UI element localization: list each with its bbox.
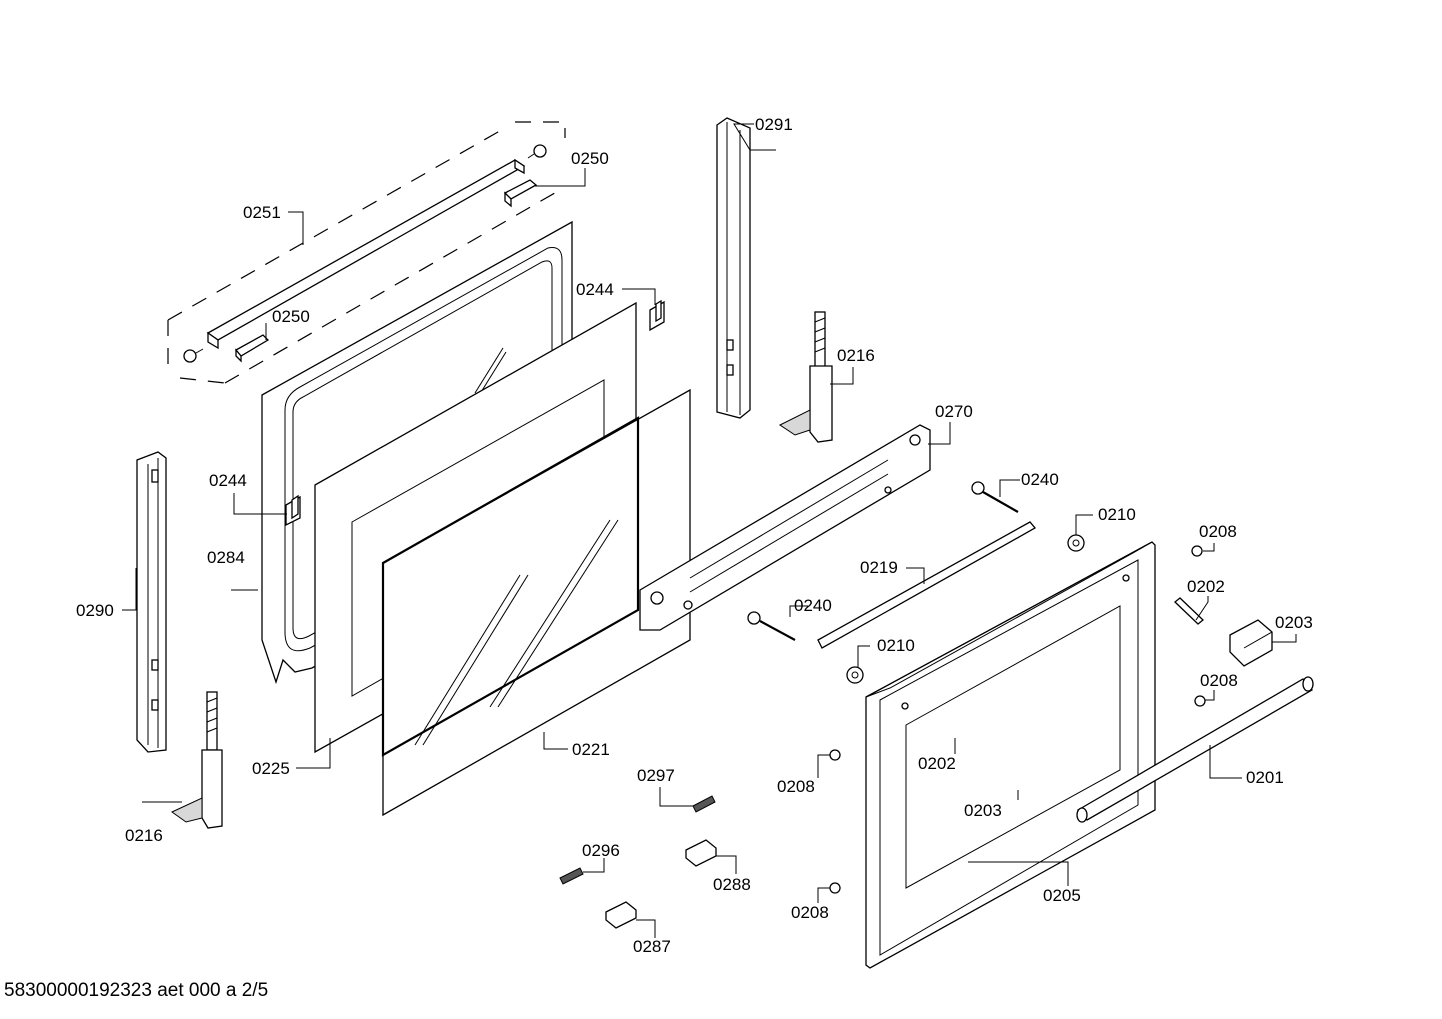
label-0288: 0288 — [713, 875, 751, 894]
part-0290-left-bracket — [136, 451, 167, 753]
part-0208-cap-c — [829, 749, 841, 761]
part-labels: 0251 0250 0250 0244 0244 0284 0290 0291 … — [76, 115, 1313, 956]
label-0210-mid: 0210 — [877, 636, 915, 655]
label-0202-inner: 0202 — [918, 754, 956, 773]
part-0250-spacer-left — [234, 334, 270, 363]
part-0296-clip — [559, 867, 584, 885]
label-0201: 0201 — [1246, 768, 1284, 787]
label-0290: 0290 — [76, 601, 114, 620]
part-0216-hinge-left — [171, 691, 223, 829]
screw-left — [183, 348, 204, 363]
part-0208-cap-a — [1191, 545, 1203, 557]
label-0208-c: 0208 — [777, 777, 815, 796]
part-0240-bolt-top — [971, 481, 1019, 513]
part-0219-rod — [817, 521, 1036, 649]
part-0205-outer-door — [865, 541, 1156, 969]
part-0244-clip-right — [649, 299, 665, 332]
part-0221-outer-glass — [381, 388, 691, 817]
label-0270: 0270 — [935, 402, 973, 421]
label-0203-inner: 0203 — [964, 801, 1002, 820]
label-0297: 0297 — [637, 766, 675, 785]
part-0297-clip — [692, 795, 716, 813]
label-0205: 0205 — [1043, 886, 1081, 905]
part-0240-bolt-mid — [747, 611, 796, 641]
label-0208-d: 0208 — [791, 903, 829, 922]
part-0251-trim-bar — [206, 158, 526, 350]
label-0250-top: 0250 — [571, 149, 609, 168]
label-0216-right: 0216 — [837, 346, 875, 365]
label-0250-left: 0250 — [272, 307, 310, 326]
label-0244-top: 0244 — [576, 280, 614, 299]
label-0202-right: 0202 — [1187, 577, 1225, 596]
label-0296: 0296 — [582, 841, 620, 860]
leader-lines — [122, 123, 1297, 938]
part-0288-bracket — [685, 839, 717, 867]
part-0201-handle — [1076, 676, 1314, 823]
part-0287-bracket — [605, 901, 637, 929]
part-0250-spacer-top — [503, 179, 538, 208]
label-0203-right: 0203 — [1275, 613, 1313, 632]
label-0244-left: 0244 — [209, 471, 247, 490]
label-0216-left: 0216 — [125, 826, 163, 845]
label-0284: 0284 — [207, 548, 245, 567]
part-0210-bushing-mid — [846, 666, 864, 684]
part-0203-block-right — [1229, 619, 1273, 667]
label-0240-mid: 0240 — [794, 596, 832, 615]
label-0240-top: 0240 — [1021, 470, 1059, 489]
part-0208-cap-b — [1194, 695, 1206, 707]
drawing-reference-footer: 58300000192323 aet 000 a 2/5 — [4, 980, 269, 1001]
part-0210-bushing-top — [1067, 534, 1085, 552]
part-0202-pin-right — [1174, 597, 1204, 625]
label-0210-top: 0210 — [1098, 505, 1136, 524]
label-0287: 0287 — [633, 937, 671, 956]
part-0270-rail — [639, 424, 931, 631]
label-0208-a: 0208 — [1199, 522, 1237, 541]
part-0291-right-bracket — [716, 117, 751, 419]
label-0219: 0219 — [860, 558, 898, 577]
screw-top — [527, 144, 547, 159]
part-0216-hinge-right — [779, 311, 833, 443]
trim-assembly-outline — [167, 121, 566, 384]
part-0244-clip-left — [285, 494, 301, 527]
label-0208-b: 0208 — [1200, 671, 1238, 690]
label-0225: 0225 — [252, 759, 290, 778]
part-0208-cap-d — [829, 882, 841, 894]
label-0221: 0221 — [572, 740, 610, 759]
label-0251: 0251 — [243, 203, 281, 222]
label-0291: 0291 — [755, 115, 793, 134]
